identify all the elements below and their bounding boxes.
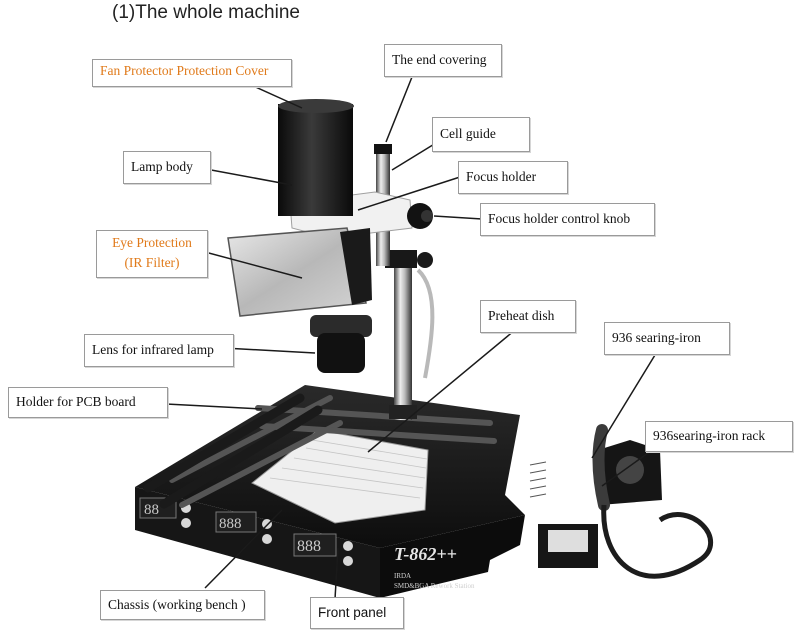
display-left-digits: 88: [144, 502, 159, 518]
callout-preheat-dish: Preheat dish: [480, 300, 576, 333]
page-title: (1)The whole machine: [112, 2, 300, 23]
callout-eye-protection: Eye Protection (IR Filter): [96, 230, 208, 278]
leader-focus-knob: [433, 215, 483, 220]
fan-protector-cover: [278, 99, 354, 113]
iron-rack-tray: [548, 530, 588, 552]
leader-front-panel: [334, 547, 339, 600]
ir-filter-plate: [227, 227, 367, 317]
callout-chassis: Chassis (working bench ): [100, 590, 265, 620]
ir-filter-bracket: [340, 228, 372, 305]
leader-lines: [165, 76, 663, 600]
leader-end-covering: [385, 76, 413, 143]
leader-lamp-body: [194, 166, 293, 186]
pcb-holder-frame: [143, 393, 323, 509]
leader-cell-guide: [391, 142, 437, 171]
searing-iron-cable: [601, 504, 714, 579]
searing-iron: [592, 424, 610, 511]
callout-focus-holder: Focus holder: [458, 161, 568, 194]
callout-front-panel: Front panel: [310, 597, 404, 629]
knob: [343, 556, 353, 566]
leader-chassis: [204, 509, 283, 589]
callout-iron-rack: 936searing-iron rack: [645, 421, 793, 452]
knob: [343, 541, 353, 551]
callout-searing-iron: 936 searing-iron: [604, 322, 730, 355]
front-panel-controls: 88 888 888: [139, 497, 353, 566]
chassis-side: [380, 515, 525, 598]
focus-knob-cap: [421, 210, 433, 222]
preheat-dish-grid: [269, 439, 428, 499]
focus-holder-control-knob: [407, 203, 433, 229]
display-right: [293, 533, 337, 557]
leader-eye-protection: [204, 251, 303, 279]
iron-rack-grip: [616, 456, 644, 484]
lamp-body: [278, 104, 353, 216]
leader-searing-iron: [591, 354, 656, 459]
flex-cable: [416, 268, 435, 379]
lens-barrel: [317, 333, 365, 373]
leader-focus-holder: [357, 176, 461, 211]
knob: [181, 518, 191, 528]
model-subtitle-1: IRDA: [394, 572, 411, 580]
callout-lens: Lens for infrared lamp: [84, 334, 234, 367]
callout-fan-protector-cover: Fan Protector Protection Cover: [92, 59, 292, 87]
chassis-front: [135, 487, 380, 598]
model-subtitle-2: SMD&BGA Rework Station: [394, 582, 475, 590]
knob: [262, 534, 272, 544]
end-covering: [374, 144, 392, 154]
callout-pcb-holder: Holder for PCB board: [8, 387, 168, 418]
leader-lens: [223, 347, 316, 354]
callout-cell-guide: Cell guide: [432, 117, 530, 152]
pcb-rails: [169, 395, 497, 508]
pole-base-ring: [389, 405, 417, 419]
knob: [262, 519, 272, 529]
lens-ring: [310, 315, 372, 337]
display-middle: [215, 511, 257, 533]
pole-clamp-knob: [417, 252, 433, 268]
display-middle-digits: 888: [219, 516, 242, 532]
callout-lamp-body: Lamp body: [123, 151, 211, 184]
callout-end-covering: The end covering: [384, 44, 502, 77]
callout-eye-protection-line1: Eye Protection: [112, 235, 192, 250]
vertical-pole: [394, 262, 412, 420]
leader-preheat-dish: [367, 329, 516, 453]
callout-focus-holder-control-knob: Focus holder control knob: [480, 203, 655, 236]
model-name: T-862++: [394, 544, 457, 564]
callout-eye-protection-line2: (IR Filter): [124, 255, 180, 270]
display-right-digits: 888: [297, 538, 321, 555]
pole-clamp: [385, 250, 417, 268]
side-vents: [529, 461, 547, 498]
leader-pcb-holder: [165, 403, 263, 410]
